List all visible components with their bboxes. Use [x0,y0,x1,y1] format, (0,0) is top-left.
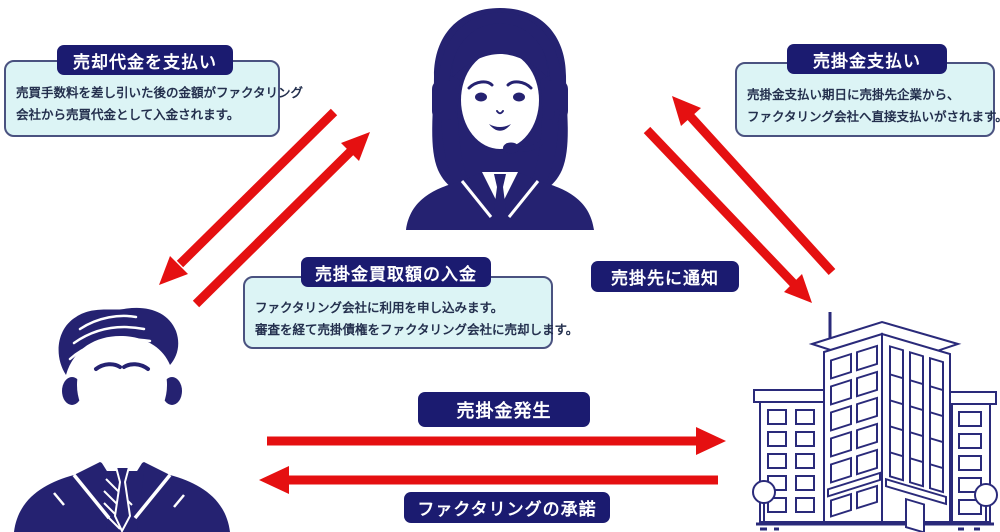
arrow-operator-to-debtor [643,126,812,303]
female-operator-icon [406,8,594,230]
label-factoring-consent: ファクタリングの承諾 [404,492,610,523]
panel-receivable-payment-line2: ファクタリング会社へ直接支払いがされます。 [747,110,1000,124]
panel-purchase-deposit-line2: 審査を経て売掛債権をファクタリング会社に売却します。 [255,323,579,337]
arrow-debtor-to-client [259,466,718,494]
client-figure [8,303,240,532]
arrow-debtor-to-operator [672,96,836,276]
panel-receivable-payment-line1: 売掛金支払い期日に売掛先企業から、 [747,88,960,102]
panel-sale-payment-line1: 売買手数料を差し引いた後の金額がファクタリング [16,86,304,100]
panel-purchase-deposit-line1: ファクタリング会社に利用を申し込みます。 [255,301,504,315]
label-receivable-arises: 売掛金発生 [418,392,590,427]
office-building-icon [752,312,998,532]
panel-purchase-deposit: ファクタリング会社に利用を申し込みます。 審査を経て売掛債権をファクタリング会社… [243,276,579,349]
panel-sale-payment-line2: 会社から売買代金として入金されます。 [16,108,240,122]
header-receivable-payment: 売掛金支払い [787,44,947,74]
label-notify-debtor: 売掛先に通知 [591,261,739,292]
businessman-icon [14,307,230,532]
arrow-client-to-operator [192,132,370,308]
factoring-company-figure [394,4,606,230]
header-sale-payment: 売却代金を支払い [57,45,233,75]
arrow-client-to-debtor [267,427,726,455]
debtor-company-figure [752,292,998,532]
arrow-operator-to-client [159,108,338,285]
header-purchase-deposit: 売掛金買取額の入金 [301,257,491,287]
